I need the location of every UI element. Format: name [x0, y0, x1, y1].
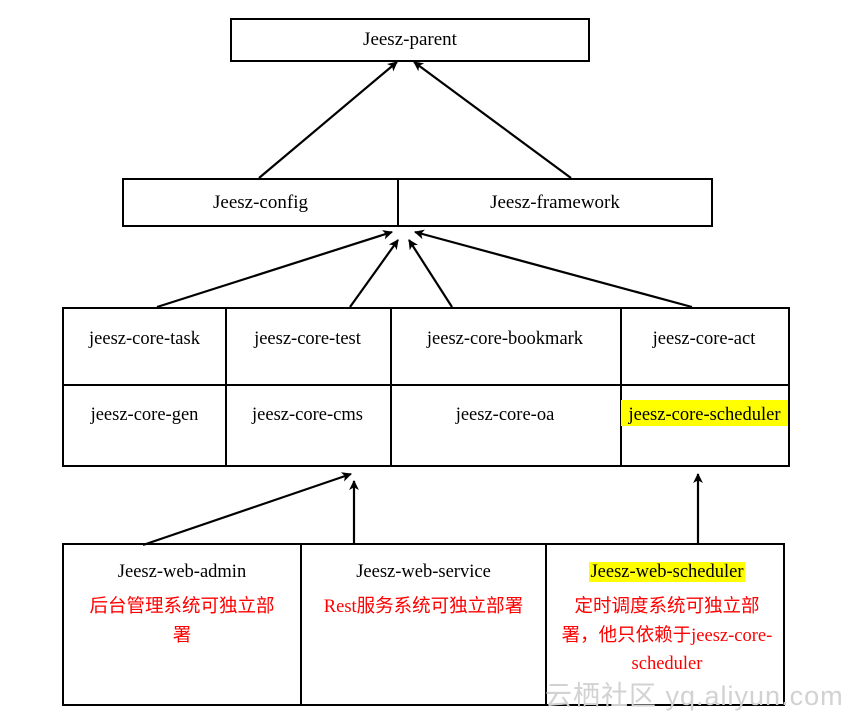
- core-cell-gen[interactable]: jeesz-core-gen: [64, 386, 225, 465]
- core-cell-cms[interactable]: jeesz-core-cms: [225, 386, 390, 465]
- web-cell-scheduler-title: Jeesz-web-scheduler: [589, 562, 745, 582]
- node-jeesz-framework[interactable]: Jeesz-framework: [397, 178, 713, 227]
- core-cell-scheduler[interactable]: jeesz-core-scheduler: [621, 400, 788, 426]
- web-cell-admin-desc: 后台管理系统可独立部署: [89, 597, 275, 646]
- core-cell-act-label: jeesz-core-act: [652, 329, 756, 349]
- node-jeesz-parent-label: Jeesz-parent: [363, 29, 457, 51]
- node-jeesz-framework-label: Jeesz-framework: [490, 191, 620, 213]
- web-cell-service-desc: Rest服务系统可独立部署: [323, 597, 524, 617]
- arrow-web-admin-to-core: [142, 472, 352, 547]
- node-jeesz-config-label: Jeesz-config: [213, 191, 308, 213]
- web-row-divider-1: [300, 545, 302, 704]
- node-jeesz-parent[interactable]: Jeesz-parent: [230, 18, 590, 62]
- core-cell-oa[interactable]: jeesz-core-oa: [390, 386, 620, 465]
- core-cell-bookmark[interactable]: jeesz-core-bookmark: [390, 309, 620, 384]
- core-cell-oa-label: jeesz-core-oa: [455, 405, 555, 425]
- core-cell-test[interactable]: jeesz-core-test: [225, 309, 390, 384]
- node-jeesz-framework-label-wrap: Jeesz-framework: [399, 180, 711, 225]
- core-cell-test-label: jeesz-core-test: [254, 329, 361, 349]
- core-cell-task[interactable]: jeesz-core-task: [64, 309, 225, 384]
- core-module-grid: jeesz-core-task jeesz-core-test jeesz-co…: [62, 307, 790, 467]
- web-cell-admin-title: Jeesz-web-admin: [117, 562, 247, 582]
- core-cell-scheduler-label: jeesz-core-scheduler: [628, 405, 781, 425]
- core-cell-bookmark-label: jeesz-core-bookmark: [426, 329, 584, 349]
- web-cell-service[interactable]: Jeesz-web-service Rest服务系统可独立部署: [302, 545, 545, 704]
- core-cell-cms-label: jeesz-core-cms: [252, 405, 363, 425]
- web-row-divider-2: [545, 545, 547, 704]
- core-grid-divider-row: [64, 384, 788, 386]
- core-cell-task-label: jeesz-core-task: [89, 329, 200, 349]
- arrow-framework-to-parent: [413, 61, 572, 179]
- core-cell-act[interactable]: jeesz-core-act: [620, 309, 788, 384]
- node-jeesz-parent-label-wrap: Jeesz-parent: [232, 20, 588, 60]
- web-cell-scheduler[interactable]: Jeesz-web-scheduler 定时调度系统可独立部署，他只依赖于jee…: [547, 545, 787, 704]
- core-grid-divider-1: [225, 309, 227, 465]
- web-cell-service-title: Jeesz-web-service: [356, 562, 491, 582]
- arrow-core-act-to-framework: [414, 229, 693, 309]
- arrow-core-test-to-framework: [349, 239, 399, 308]
- core-cell-gen-label: jeesz-core-gen: [90, 405, 199, 425]
- web-cell-scheduler-title-wrap: Jeesz-web-scheduler: [547, 560, 787, 585]
- web-cell-scheduler-desc: 定时调度系统可独立部署，他只依赖于jeesz-core-scheduler: [561, 597, 773, 675]
- node-jeesz-config[interactable]: Jeesz-config: [122, 178, 399, 227]
- arrow-config-to-parent: [258, 61, 398, 179]
- arrow-core-task-to-framework: [156, 230, 393, 309]
- web-cell-admin[interactable]: Jeesz-web-admin 后台管理系统可独立部署: [64, 545, 300, 704]
- arrow-core-bookmark-to-framework: [408, 239, 453, 308]
- core-grid-divider-3: [620, 309, 622, 465]
- core-grid-divider-2: [390, 309, 392, 465]
- node-jeesz-config-label-wrap: Jeesz-config: [124, 180, 397, 225]
- watermark: 云栖社区 yq.aliyun.com: [545, 681, 844, 711]
- web-module-row: Jeesz-web-admin 后台管理系统可独立部署 Jeesz-web-se…: [62, 543, 785, 706]
